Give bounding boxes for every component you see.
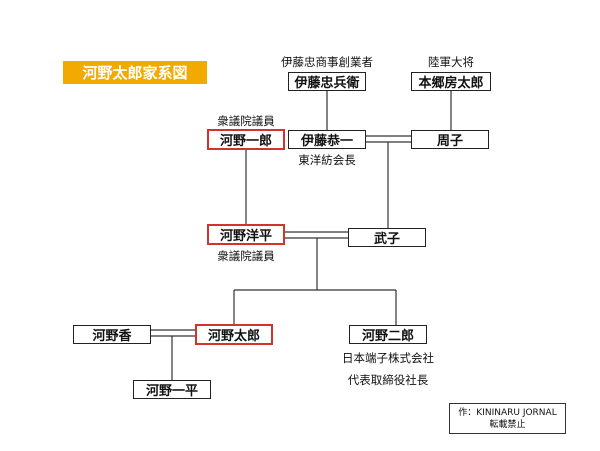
note-kono-ichiro: 衆議院議員 [217,114,275,128]
person-kono-taro: 河野太郎 [195,324,273,345]
note-ito-kyoichi: 東洋紡会長 [298,153,356,167]
note-hongo: 陸軍大将 [428,55,474,69]
person-kono-jiro: 河野二郎 [349,325,427,344]
credit-author: 作：KININARU JORNAL [458,407,557,418]
note-kono-yohei: 衆議院議員 [217,249,275,263]
note-kono-jiro-title: 代表取締役社長 [347,373,429,387]
person-kono-kaori: 河野香 [73,325,151,344]
person-kono-ippei: 河野一平 [133,380,211,399]
person-takeko: 武子 [348,228,426,247]
person-hongo-fusataro: 本郷房太郎 [411,72,491,91]
person-ito-kyoichi: 伊藤恭一 [288,130,366,149]
credit-rights: 転載禁止 [489,419,526,430]
note-ito-chubee: 伊藤忠商事創業者 [281,55,373,69]
person-kono-yohei: 河野洋平 [207,224,285,245]
credit-box: 作：KININARU JORNAL 転載禁止 [449,403,566,434]
page-title: 河野太郎家系図 [63,61,207,84]
note-kono-jiro-company: 日本端子株式会社 [342,351,434,365]
person-kono-ichiro: 河野一郎 [207,129,285,150]
person-shuko: 周子 [411,130,489,149]
person-ito-chubee: 伊藤忠兵衛 [288,72,366,91]
